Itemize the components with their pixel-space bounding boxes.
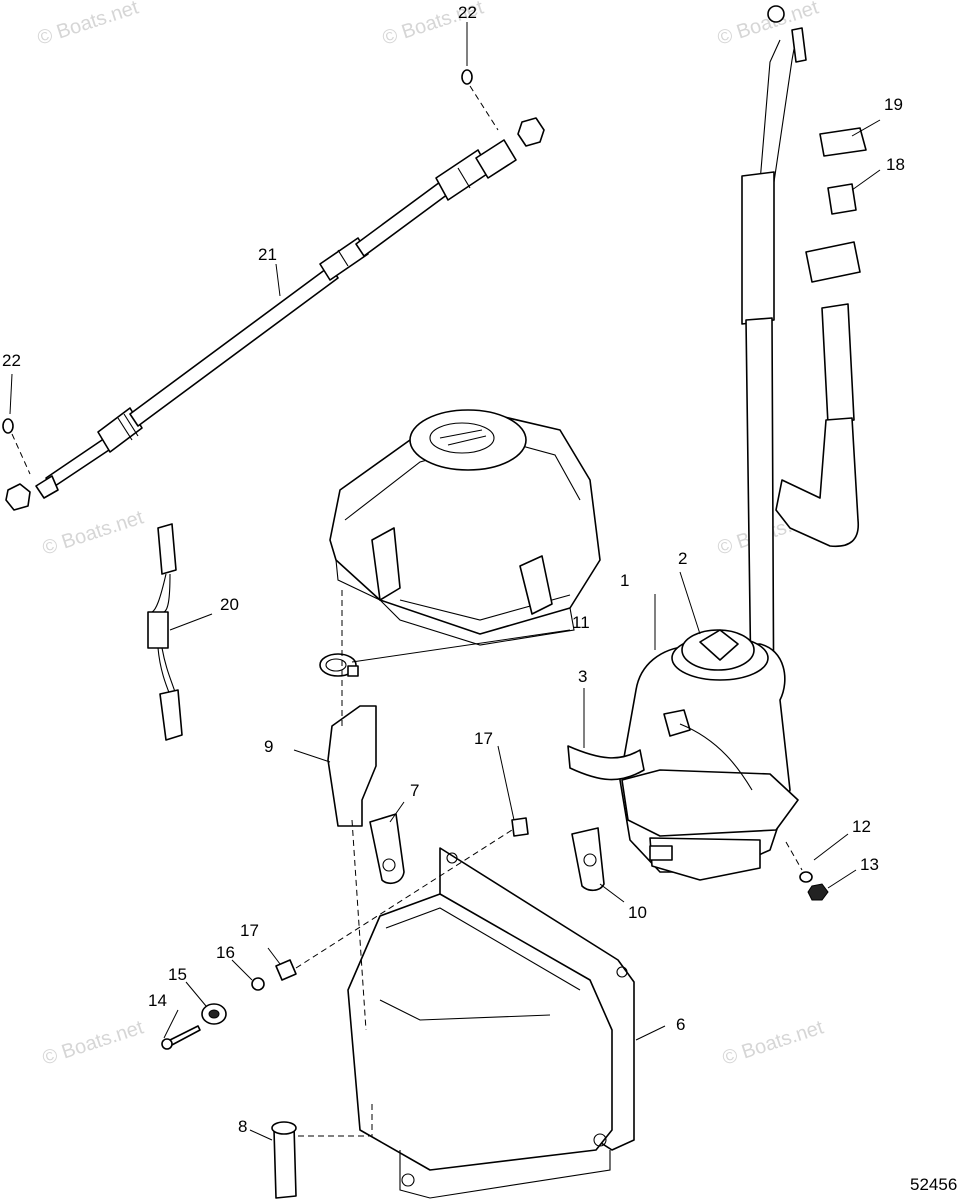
grommet-left [369, 813, 405, 885]
callout-1: 1 [620, 571, 629, 590]
watermark: © Boats.net [40, 506, 147, 559]
watermark: © Boats.net [720, 1016, 827, 1069]
alignment-lines [295, 590, 513, 1137]
grommet-right [571, 827, 605, 892]
o-ring [461, 69, 473, 85]
bracket [327, 705, 377, 827]
callout-22: 22 [2, 351, 21, 370]
watermark: © Boats.net [40, 1016, 147, 1069]
hose-assembly [35, 139, 517, 499]
o-ring [2, 418, 14, 434]
fitting [5, 483, 31, 511]
connector-cover [827, 183, 857, 215]
callout-8: 8 [238, 1117, 247, 1136]
callout-3: 3 [578, 667, 587, 686]
fastener-lower [275, 959, 297, 981]
callout-11: 11 [572, 613, 590, 632]
callout-labels: 1 2 3 6 7 8 9 10 11 12 13 14 15 16 17 17… [2, 3, 905, 1136]
washer-small [251, 977, 265, 991]
callout-7: 7 [410, 781, 419, 800]
callout-14: 14 [148, 991, 167, 1010]
fastener-upper [511, 817, 529, 837]
nut [807, 883, 829, 901]
mounting-tray [347, 847, 635, 1199]
hose-clamp [319, 653, 359, 677]
callout-18: 18 [886, 155, 905, 174]
callout-2: 2 [678, 549, 687, 568]
callout-13: 13 [860, 855, 879, 874]
watermark: © Boats.net [715, 0, 822, 50]
watermark: © Boats.net [35, 0, 142, 50]
leader-lines [9, 22, 881, 1141]
callout-16: 16 [216, 943, 235, 962]
callout-9: 9 [264, 737, 273, 756]
reservoir-cover [329, 409, 601, 646]
callout-10: 10 [628, 903, 647, 922]
callout-22: 22 [458, 3, 477, 22]
wire-harness [147, 523, 183, 741]
pump-assembly [619, 629, 799, 881]
callout-17: 17 [474, 729, 493, 748]
callout-12: 12 [852, 817, 871, 836]
callout-15: 15 [168, 965, 187, 984]
callout-17: 17 [240, 921, 259, 940]
strap [567, 745, 645, 781]
fitting [517, 117, 545, 147]
callout-20: 20 [220, 595, 239, 614]
washer [799, 871, 813, 883]
callout-19: 19 [884, 95, 903, 114]
callout-6: 6 [676, 1015, 685, 1034]
o-ring-fittings [2, 69, 545, 511]
callout-21: 21 [258, 245, 277, 264]
pin [273, 1125, 297, 1199]
drawing-number: 52456 [910, 1175, 957, 1194]
